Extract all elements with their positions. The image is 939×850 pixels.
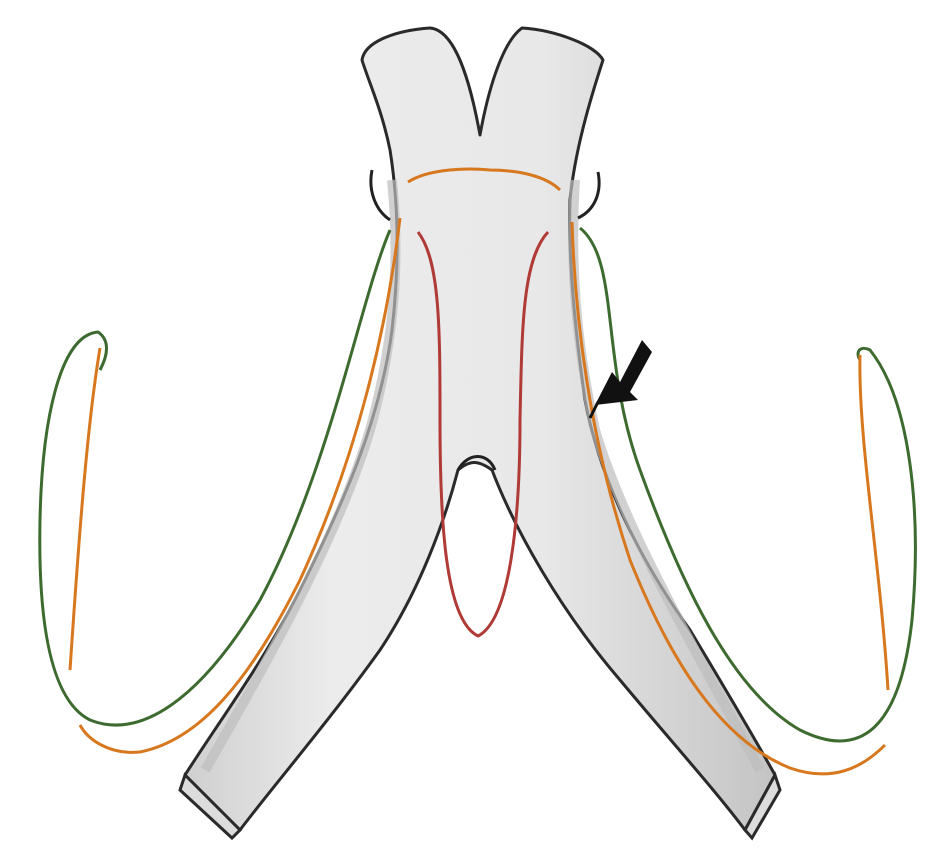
dark-hook-right [578, 172, 599, 218]
y-shaped-structure [180, 28, 780, 838]
dark-hook-left [371, 170, 390, 220]
structure-body [185, 28, 775, 830]
